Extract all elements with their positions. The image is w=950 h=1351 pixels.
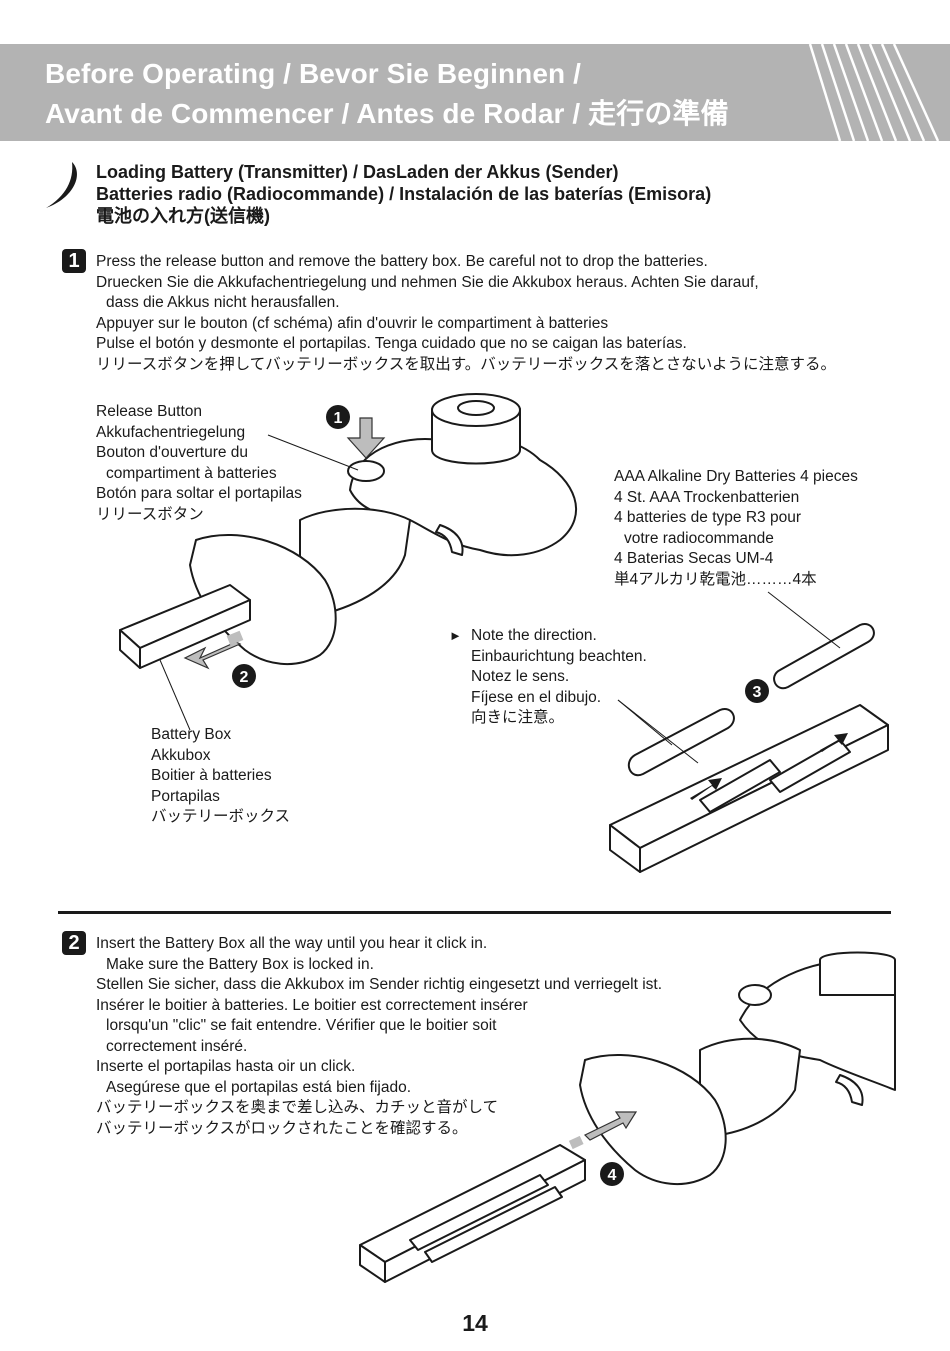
label-line: 4 St. AAA Trockenbatterien [614,488,800,506]
label-line: Akkufachentriegelung [96,423,246,441]
step-2-illustration: 4 [359,951,896,1283]
step-2-line: バッテリーボックスがロックされたことを確認する。 [96,1119,468,1137]
step-1-line: Press the release button and remove the … [96,253,708,270]
section-heading-fr-es: Batteries radio (Radiocommande) / Instal… [96,184,712,204]
pull-out-arrow-icon [183,641,242,670]
label-line: votre radiocommande [624,529,774,547]
release-button-label: Release Button Akkufachentriegelung Bout… [96,402,302,525]
release-button [347,460,385,482]
step-2-line: Asegúrese que el portapilas está bien fi… [106,1078,412,1096]
label-line: Bouton d'ouverture du [96,444,249,461]
direction-leader-line-2 [617,699,699,764]
banner-title-line-1: Before Operating / Bevor Sie Beginnen / [45,58,582,89]
label-line: Notez le sens. [471,668,570,685]
step-2-line: Make sure the Battery Box is locked in. [106,955,374,973]
label-line: Botón para soltar el portapilas [96,485,302,502]
transmitter-grip [699,1037,801,1136]
label-line: Portapilas [151,787,220,805]
battery-box-leader-line [159,659,191,731]
step-1-line: Pulse el botón y desmonte el portapilas.… [96,335,687,352]
battery-box-label: Battery Box Akkubox Boitier à batteries … [151,725,290,828]
label-line: 4 Baterias Secas UM-4 [614,550,774,567]
step-1-line: リリースボタンを押してバッテリーボックスを取出す。バッテリーボックスを落とさない… [96,355,836,373]
section-heading-en-de: Loading Battery (Transmitter) / DasLaden… [96,162,619,182]
svg-text:3: 3 [753,684,762,701]
battery-cell [627,708,735,777]
step-2-line: バッテリーボックスを奥まで差し込み、カチッと音がして [96,1099,499,1116]
step-1-instructions: Press the release button and remove the … [96,252,836,375]
label-line: 4 batteries de type R3 pour [614,509,801,526]
label-line: AAA Alkaline Dry Batteries 4 pieces [614,468,858,485]
battery-cell [773,623,875,690]
step-2-instructions: Insert the Battery Box all the way until… [96,934,662,1139]
step-1-illustration: 1 2 3 [119,393,889,873]
label-line: リリースボタン [96,505,204,523]
banner-stripes-decoration [808,44,940,141]
callout-4: 4 [600,1162,624,1186]
step-2-line: Insérer le boitier à batteries. Le boiti… [96,996,528,1014]
step-2-line: lorsqu'un "clic" se fait entendre. Vérif… [106,1017,497,1034]
svg-text:4: 4 [608,1167,617,1184]
step-1-line: dass die Akkus nicht herausfallen. [106,294,340,311]
callout-3: 3 [745,679,769,703]
svg-text:1: 1 [334,410,343,427]
label-line: compartiment à batteries [106,464,277,482]
battery-cell [424,1186,563,1263]
push-down-arrow-icon [346,417,386,459]
banner-title-line-2: Avant de Commencer / Antes de Rodar / 走行… [45,98,729,129]
direction-arrow-icon: ► [449,628,462,643]
release-button-leader-line [267,434,359,471]
release-button [738,984,772,1006]
section-swoosh-icon [46,162,77,208]
step-1-line: Appuyer sur le bouton (cf schéma) afin d… [96,314,609,332]
direction-label: Note the direction. Einbaurichtung beach… [471,626,647,729]
page-banner: Before Operating / Bevor Sie Beginnen / … [0,44,950,141]
battery-box-inserting [359,1144,586,1263]
batteries-label: AAA Alkaline Dry Batteries 4 pieces 4 St… [614,467,858,590]
label-line: Einbaurichtung beachten. [471,647,647,665]
label-line: Akkubox [151,746,211,764]
step-2-line: Stellen Sie sicher, dass die Akkubox im … [96,976,663,993]
batteries-leader-line [767,591,841,649]
section-heading-ja: 電池の入れ方(送信機) [96,206,270,226]
battery-cell [409,1174,549,1251]
insert-arrow-icon [583,1111,638,1141]
label-line: Boitier à batteries [151,767,272,784]
label-line: Battery Box [151,726,232,743]
label-line: 向きに注意。 [471,709,565,726]
page-number: 14 [462,1310,488,1336]
battery-cell [769,739,851,793]
step-2-number: 2 [62,931,86,955]
step-2-line: Inserte el portapilas hasta oir un click… [96,1058,356,1075]
steering-wheel [819,951,896,996]
label-line: Note the direction. [471,627,597,644]
section-heading: Loading Battery (Transmitter) / DasLaden… [96,161,711,227]
callout-1: 1 [326,405,350,429]
grip-base [579,1053,727,1186]
callout-2: 2 [232,664,256,688]
section-divider [58,911,891,914]
label-line: Fíjese en el dibujo. [471,688,602,706]
svg-text:2: 2 [240,669,249,686]
label-line: 単4アルカリ乾電池………4本 [614,570,817,588]
label-line: バッテリーボックス [151,808,291,825]
step-2-line: Insert the Battery Box all the way until… [96,935,488,952]
step-2-line: correctement inséré. [106,1037,248,1055]
step-1-line: Druecken Sie die Akkufachentriegelung un… [96,273,759,291]
label-line: Release Button [96,403,202,420]
battery-cell [699,759,781,813]
step-1-number: 1 [62,249,86,273]
